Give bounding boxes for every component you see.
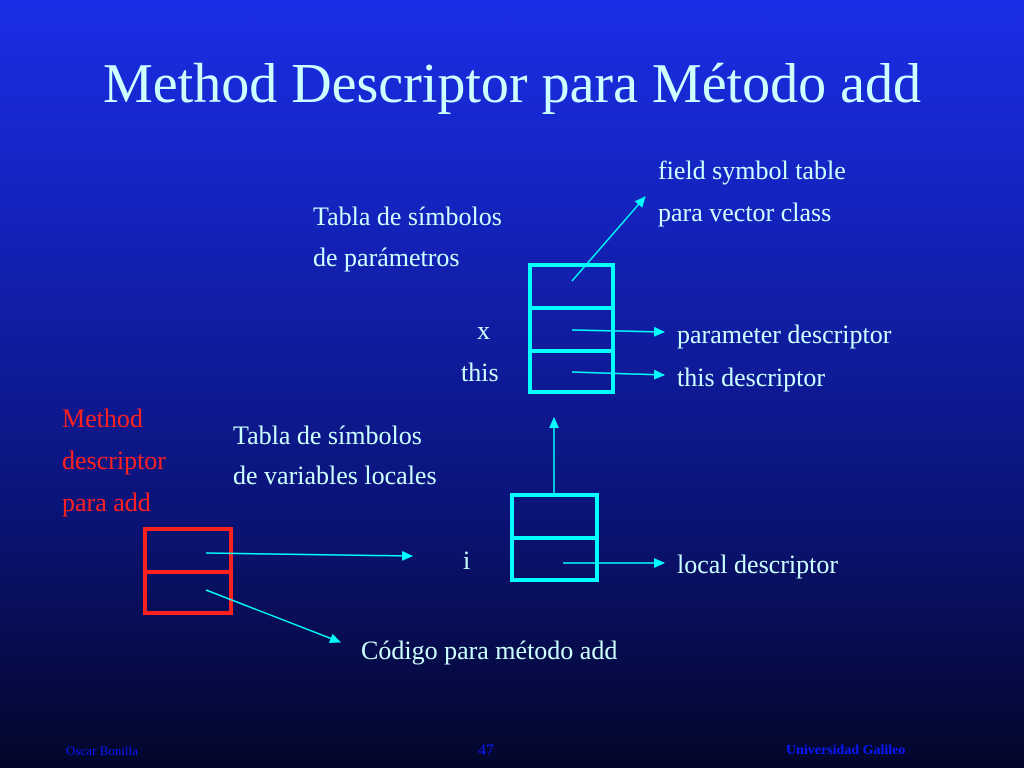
this-descriptor-label: this descriptor bbox=[677, 363, 826, 392]
arrow-to-codigo bbox=[205, 589, 341, 644]
local-descriptor-label: local descriptor bbox=[677, 550, 838, 579]
param-table-cell-top bbox=[528, 263, 615, 310]
param-table-cell-this bbox=[528, 349, 615, 394]
arrow-to-parameter-descriptor bbox=[571, 326, 665, 337]
method-descriptor-cell-bottom bbox=[143, 570, 233, 615]
local-table-label-line1: Tabla de símbolos bbox=[233, 421, 422, 450]
local-table-cell-i bbox=[510, 536, 599, 582]
method-descriptor-label-line1: Method bbox=[62, 404, 143, 433]
param-table-cell-x bbox=[528, 306, 615, 353]
param-this-label: this bbox=[461, 358, 499, 387]
method-descriptor-box bbox=[143, 527, 233, 615]
field-symbol-table-label-line2: para vector class bbox=[658, 198, 832, 227]
arrow-to-this-descriptor bbox=[571, 369, 665, 380]
method-descriptor-cell-top bbox=[143, 527, 233, 574]
param-table-label-line1: Tabla de símbolos bbox=[313, 202, 502, 231]
arrow-method-to-local-table bbox=[205, 550, 413, 561]
footer-university: Universidad Galileo bbox=[786, 743, 906, 758]
param-x-label: x bbox=[477, 316, 490, 345]
parameter-descriptor-label: parameter descriptor bbox=[677, 320, 892, 349]
local-table-cell-top bbox=[510, 493, 599, 540]
param-symbol-table bbox=[528, 263, 615, 394]
footer-author: Oscar Bonilla bbox=[66, 743, 138, 758]
local-symbol-table bbox=[510, 493, 599, 582]
local-i-label: i bbox=[463, 546, 471, 575]
field-symbol-table-label-line1: field symbol table bbox=[658, 156, 846, 185]
method-descriptor-label-line2: descriptor bbox=[62, 446, 166, 475]
footer-page-number: 47 bbox=[478, 742, 494, 759]
slide-title: Method Descriptor para Método add bbox=[103, 53, 921, 115]
codigo-label: Código para método add bbox=[361, 636, 618, 665]
local-table-label-line2: de variables locales bbox=[233, 461, 437, 490]
method-descriptor-label-line3: para add bbox=[62, 488, 151, 517]
arrow-to-field-symbol-table bbox=[571, 196, 646, 282]
param-table-label-line2: de parámetros bbox=[313, 243, 460, 272]
